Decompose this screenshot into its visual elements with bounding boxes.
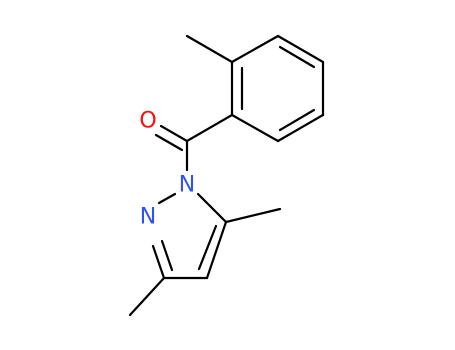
pyrazole-ring [151, 192, 228, 280]
bond-ring-c1-c2 [230, 34, 280, 64]
bond-ring-c4-c5 [276, 113, 325, 143]
atom-oxygen: O [139, 109, 156, 134]
n1-label: N [179, 173, 195, 198]
atom-n1: N [179, 173, 195, 198]
bond-co-line-1 [159, 124, 189, 143]
bond-co-line-2 [154, 133, 184, 152]
bond-ring-inner-2 [278, 108, 316, 132]
bond-ring-c2-c3 [276, 34, 325, 64]
n2-label: N [140, 205, 156, 230]
bond-n1-c5 [196, 192, 228, 224]
bond-c5-c4 [205, 220, 228, 280]
bond-c5-c4-inner [197, 224, 218, 271]
bond-aryl-methyl [185, 34, 234, 64]
atom-n2: N [140, 205, 156, 230]
benzene-ring [230, 34, 325, 143]
bond-aryl-carbonyl [185, 113, 234, 143]
bond-c3-n2 [151, 244, 166, 280]
bond-ring-inner-1 [278, 45, 316, 69]
carbonyl-double-bond [154, 124, 189, 152]
bond-n2-n1 [157, 192, 177, 205]
bond-c3-n2-inner [160, 239, 174, 272]
bond-ring-c5-c6 [230, 113, 280, 143]
bond-c5-methyl [224, 207, 282, 224]
oxygen-label: O [139, 109, 156, 134]
bond-c3-methyl [128, 276, 166, 317]
